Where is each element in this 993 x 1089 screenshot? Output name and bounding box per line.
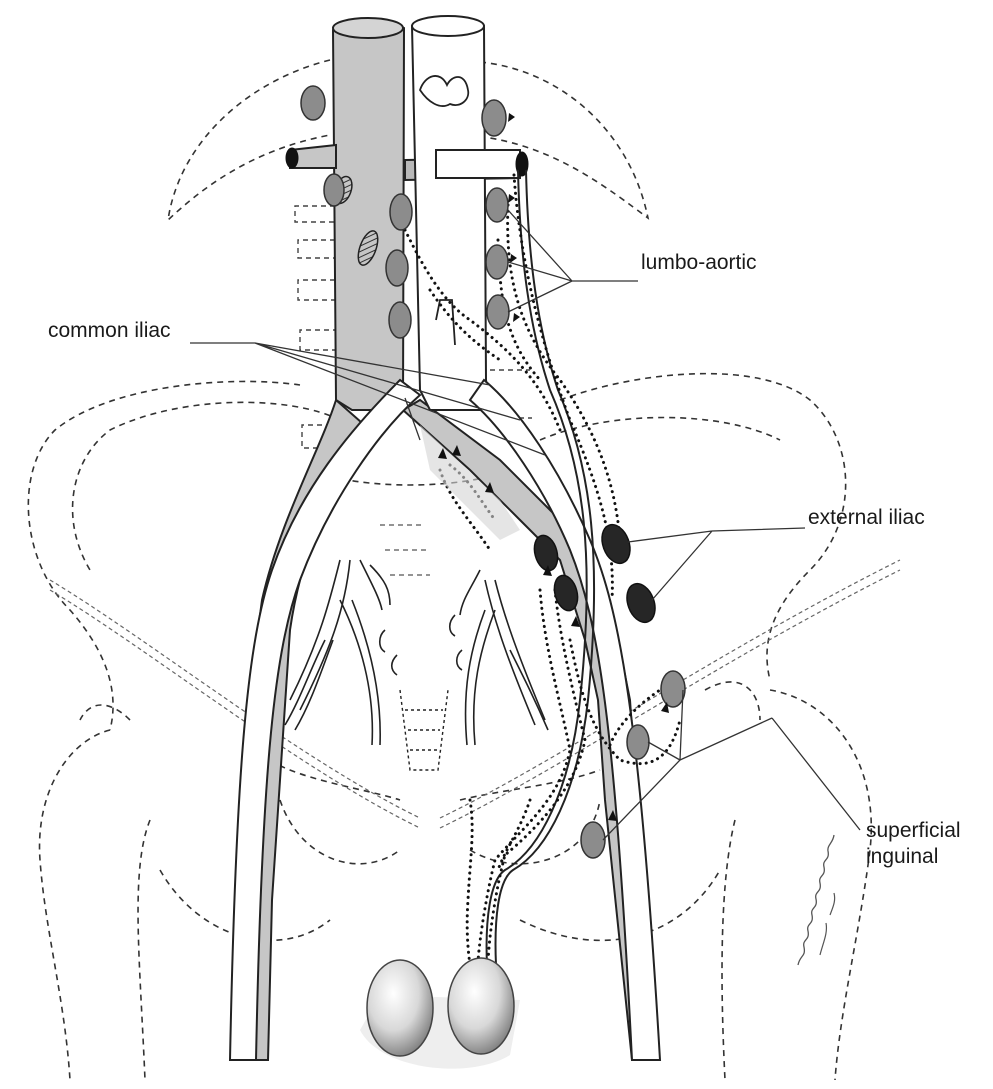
lymph-node bbox=[581, 822, 605, 858]
lymph-node bbox=[386, 250, 408, 286]
lymph-node bbox=[390, 194, 412, 230]
label-superficial-inguinal: superficial inguinal bbox=[866, 818, 991, 871]
sacral-marks bbox=[380, 525, 430, 575]
bladder-arcs bbox=[380, 615, 462, 675]
lymph-node bbox=[486, 245, 508, 279]
label-lumbo-aortic: lumbo-aortic bbox=[641, 250, 757, 276]
lymph-node bbox=[627, 725, 649, 759]
left-renal-vein-top bbox=[436, 150, 520, 178]
left-femur-inner bbox=[722, 820, 735, 1080]
right-common-iliac-artery bbox=[230, 380, 420, 1060]
rectum bbox=[400, 690, 448, 770]
obturator-left bbox=[470, 800, 600, 864]
lymph-node bbox=[661, 671, 685, 707]
testes bbox=[360, 958, 520, 1069]
label-external-iliac: external iliac bbox=[808, 505, 925, 531]
lymph-node bbox=[389, 302, 411, 338]
femoral-head-left bbox=[705, 682, 760, 720]
pubic-right bbox=[270, 760, 400, 800]
kidney-outlines bbox=[168, 60, 648, 220]
pubic-left bbox=[460, 770, 600, 800]
leader-external-iliac bbox=[628, 528, 805, 600]
label-common-iliac: common iliac bbox=[48, 318, 171, 344]
lymph-node bbox=[482, 100, 506, 136]
right-femur-inner bbox=[138, 820, 150, 1080]
lymph-node bbox=[622, 580, 660, 626]
right-femur-outline bbox=[40, 730, 110, 1080]
ivc-top-cap bbox=[333, 18, 403, 38]
femoral-head-right bbox=[80, 705, 130, 720]
left-testis bbox=[448, 958, 514, 1054]
internal-iliac-branches-right bbox=[285, 560, 390, 745]
obturator-right bbox=[280, 800, 400, 864]
internal-iliac-branches-left bbox=[460, 570, 548, 745]
lymph-node bbox=[597, 521, 635, 567]
right-kidney-outline bbox=[168, 60, 330, 220]
lymph-node bbox=[487, 295, 509, 329]
arterial-system bbox=[230, 16, 660, 1060]
artist-signature bbox=[778, 815, 868, 975]
lymph-node bbox=[486, 188, 508, 222]
aorta-top-cap bbox=[412, 16, 484, 36]
lymph-node bbox=[301, 86, 325, 120]
right-testis bbox=[367, 960, 433, 1056]
lymph-node bbox=[324, 174, 344, 206]
